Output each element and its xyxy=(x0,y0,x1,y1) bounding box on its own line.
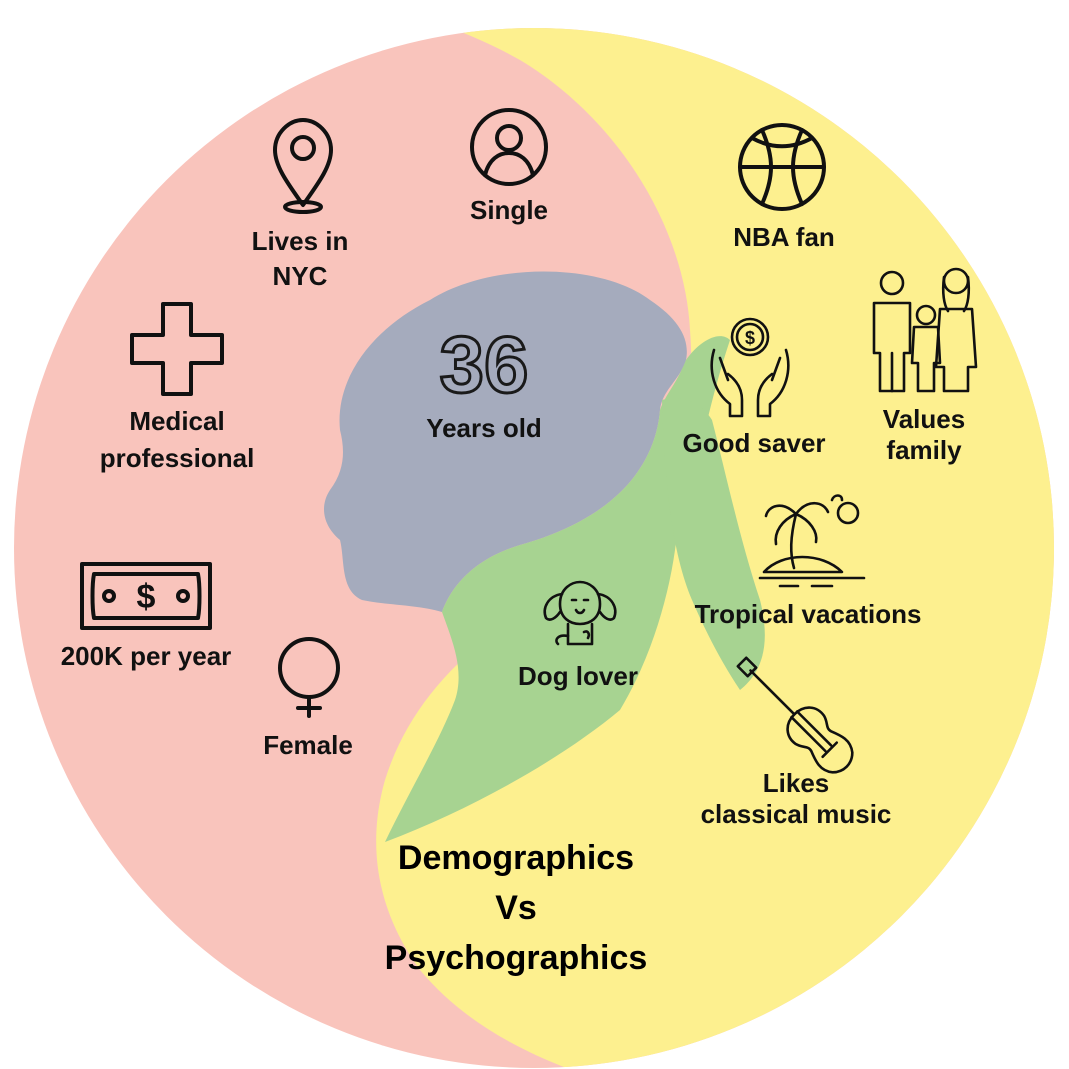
neck-overlap xyxy=(385,336,730,842)
title-line3: Psychographics xyxy=(385,939,648,977)
saving-label: Good saver xyxy=(682,428,825,458)
status-label: Single xyxy=(470,195,548,225)
family-label-line2: family xyxy=(886,435,962,465)
hair-strand-overlap xyxy=(662,398,765,690)
violin-icon xyxy=(736,656,854,774)
job-label-line2: professional xyxy=(100,443,255,473)
dog-icon xyxy=(543,580,617,646)
hands-coin-icon: $ xyxy=(710,317,790,418)
location-label-line2: NYC xyxy=(273,261,328,291)
female-symbol-icon xyxy=(278,637,340,718)
svg-text:$: $ xyxy=(745,328,755,348)
title-line1: Demographics xyxy=(398,839,634,877)
title-line2: Vs xyxy=(495,889,537,927)
gender-label: Female xyxy=(263,730,353,760)
location-label-line1: Lives in xyxy=(252,226,349,256)
pets-label: Dog lover xyxy=(518,661,638,691)
basketball-icon xyxy=(738,123,826,211)
travel-label: Tropical vacations xyxy=(695,599,922,629)
age-number: 36 xyxy=(440,320,529,409)
family-label-line1: Values xyxy=(883,404,965,434)
palm-island-icon xyxy=(758,494,866,588)
age-label: Years old xyxy=(426,413,542,443)
family-icon xyxy=(872,267,978,393)
head-silhouette xyxy=(324,271,687,612)
user-circle-icon xyxy=(470,108,548,186)
music-label-line2: classical music xyxy=(701,799,892,829)
income-label: 200K per year xyxy=(61,641,232,671)
job-label-line1: Medical xyxy=(129,406,224,436)
music-label-line1: Likes xyxy=(763,768,830,798)
banknote-icon: $ xyxy=(80,562,212,630)
location-pin-icon xyxy=(273,118,333,214)
medical-cross-icon xyxy=(130,302,224,396)
svg-text:$: $ xyxy=(137,578,156,616)
sports-label: NBA fan xyxy=(733,222,835,252)
